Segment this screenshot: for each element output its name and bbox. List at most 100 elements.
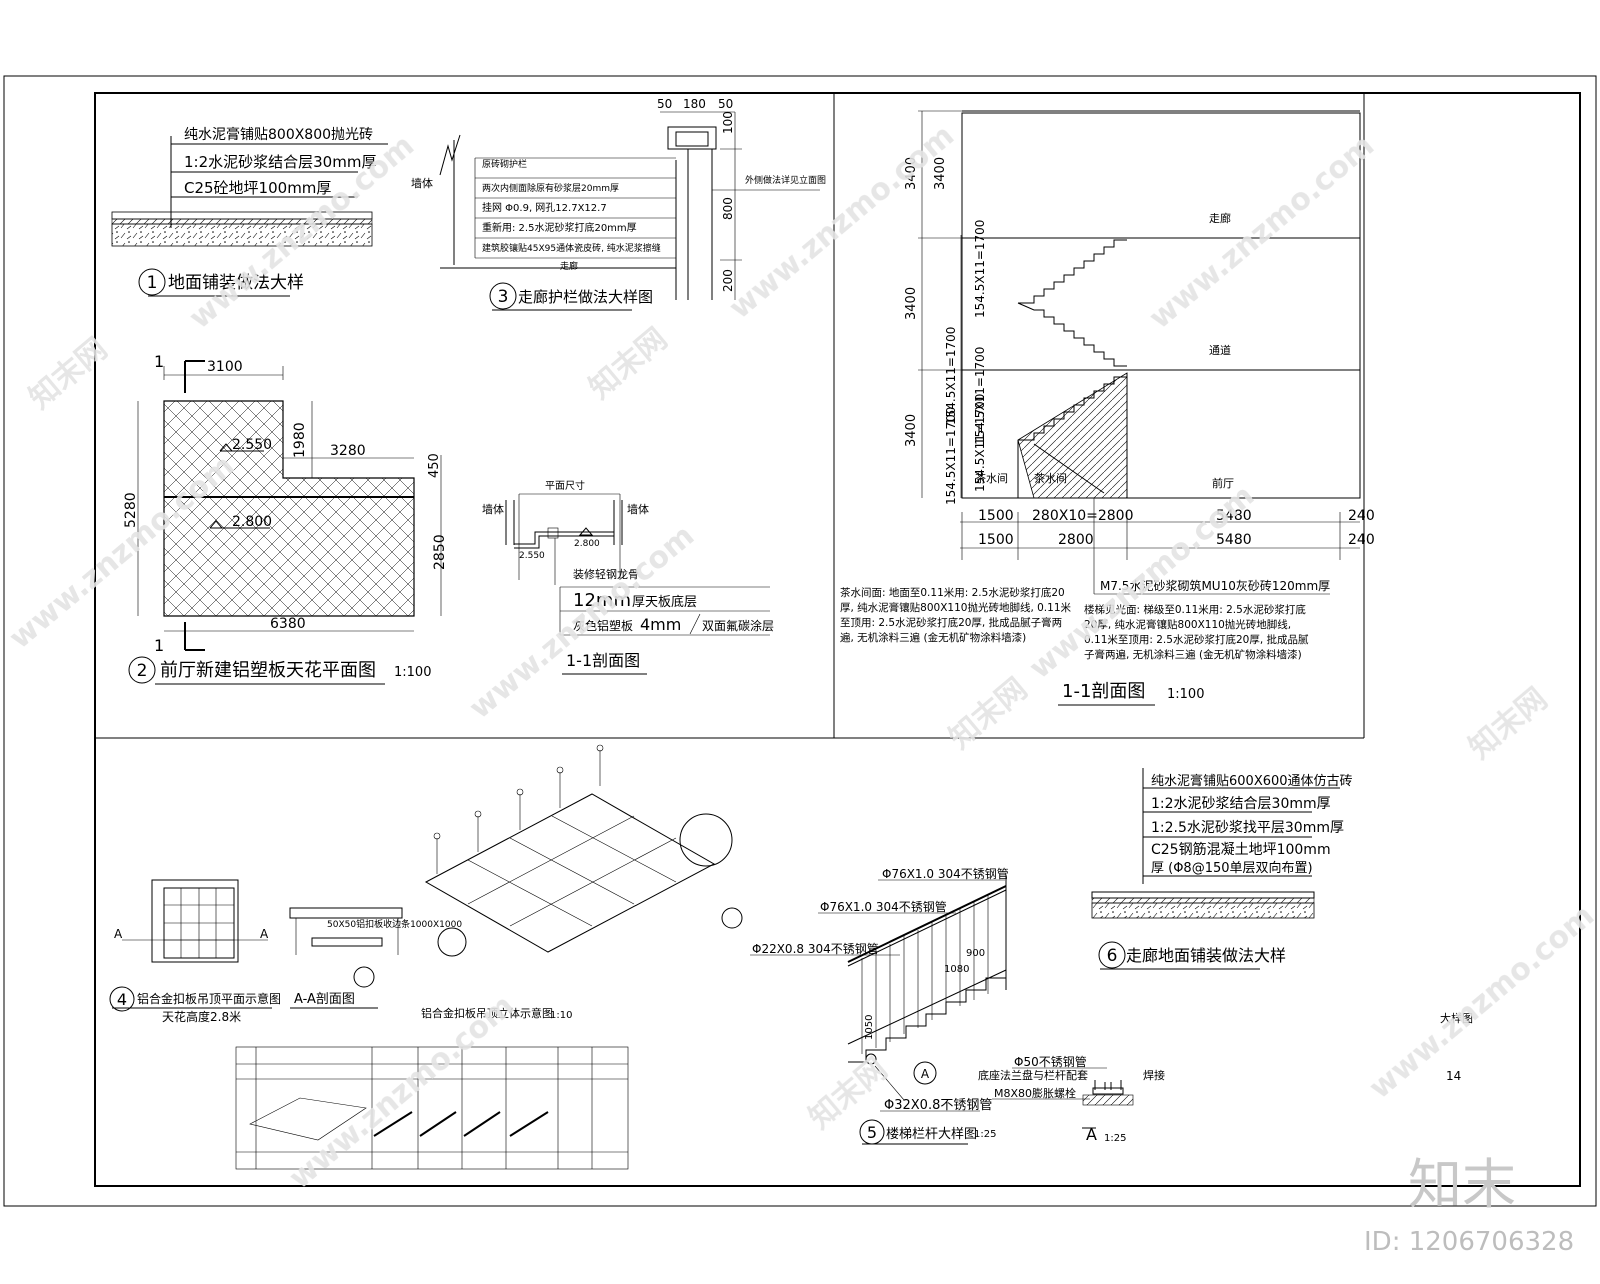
s11-board2a: 灰色铝塑板 [573,618,633,633]
d2-dim-step-h: 3280 [330,443,366,459]
s11-level2: 2.800 [574,539,600,549]
detail-3-railing: 50 180 50 100 800 200 外侧做法详见立面图 墙体 原砖砌护栏… [411,97,826,311]
d6-layer2: 1:2水泥砂浆结合层30mm厚 [1151,796,1331,812]
d4-aa-title: A-A剖面图 [294,992,355,1007]
d1-layer3: C25砼地坪100mm厚 [184,179,331,197]
d4-subtitle: 天花高度2.8米 [162,1009,241,1024]
detail-1-floor-paving: 纯水泥膏铺贴800X800抛光砖 1:2水泥砂浆结合层30mm厚 C25砼地坪1… [111,126,388,297]
d2-dim-bottom: 6380 [270,616,306,632]
watermark-url-4: www.znzmo.com [1143,128,1381,336]
d1-number: 1 [147,273,158,293]
detail-5-stair-railing: Φ76X1.0 304不锈钢管 Φ76X1.0 304不锈钢管 Φ22X0.8 … [750,866,1009,1145]
d3-note-5: 建筑胶镶贴45X95通体瓷皮砖, 纯水泥浆擦缝 [482,242,661,254]
watermark-brand-1: 知末网 [23,331,114,416]
room-stair: 茶水间 [1034,472,1067,485]
d1-number-circle [138,268,166,296]
d2-dim-step-v: 1980 [292,422,308,458]
d4-iso-scale: 1:10 [550,1010,572,1021]
s11-keel: 装修轻钢龙骨 [573,567,639,581]
d3-note-2: 两次内侧面除原有砂浆层20mm厚 [482,182,619,194]
d1-title: 地面铺装做法大样 [168,273,304,293]
detail-6-corridor-paving: 纯水泥膏铺贴600X600通体仿古砖 1:2水泥砂浆结合层30mm厚 1:2.5… [1091,768,1353,970]
d2-section-mark-bottom: 1 [154,636,164,655]
d2-dim-right-top: 450 [427,453,442,478]
s11-board1: 12mm [573,590,631,611]
d3-title: 走廊护栏做法大样图 [518,288,653,306]
d2-scale: 1:100 [394,665,431,680]
d5-h3: 900 [966,948,985,959]
d6-number: 6 [1107,946,1118,966]
sec-stair-note-box: 楼梯见光面: 梯级至0.11米用: 2.5水泥砂浆打底20厚, 纯水泥膏镶贴80… [1084,604,1309,661]
d6-layer3: 1:2.5水泥砂浆找平层30mm厚 [1151,820,1344,836]
d1-layer2: 1:2水泥砂浆结合层30mm厚 [184,153,376,171]
d6-layer1: 纯水泥膏铺贴600X600通体仿古砖 [1151,773,1353,789]
sheet-name: 大样图 [1440,1011,1473,1025]
sec-st2: 154.5X11=1700 [973,347,987,445]
d3-dim-50a: 50 [657,97,672,111]
detail-2-ceiling-plan: 2.550 2.800 3100 3280 1980 450 2850 5280… [123,352,448,685]
inner-frame [94,92,1581,1187]
d2-section-mark-top: 1 [154,352,164,371]
dA-pipe: Φ50不锈钢管 [1014,1054,1087,1069]
section-outline [961,112,1361,499]
d5-h2: 1080 [944,964,969,975]
sec-h3: 3400 [904,287,919,320]
sec-w7: 5480 [1216,532,1252,548]
sec-h4: 3400 [904,414,919,447]
sec-h2: 3400 [933,157,948,190]
d5-scale: 1:25 [974,1129,996,1140]
dA-bolt: M8X80膨胀螺栓 [994,1086,1076,1100]
d3-dim-180: 180 [683,97,706,111]
sec-st1: 154.5X11=1700 [973,220,987,318]
d2-level-upper: 2.550 [232,437,272,453]
s11-board2b: 4mm [640,615,681,634]
d5-a-mark: A [921,1067,930,1081]
sec-h1: 3400 [904,157,919,190]
d6-layer4a: C25钢筋混凝土地坪100mm [1151,841,1331,858]
d4-iso-title: 铝合金扣板吊顶立体示意图 [421,1006,553,1020]
d6-number-circle [1098,941,1126,969]
room-corridor-2: 通道 [1209,343,1231,357]
sec-w3: 5480 [1216,508,1252,524]
sec-tea-note: 茶水间面: 地面至0.11米用: 2.5水泥砂浆打底20厚, 纯水泥膏镶贴800… [840,587,1072,644]
sec-w1: 1500 [978,508,1014,524]
dA-scale: 1:25 [1104,1133,1126,1144]
room-tea: 茶水间 [975,472,1008,485]
d2-dim-top: 3100 [207,359,243,375]
d5-pipe-4: Φ32X0.8不锈钢管 [884,1098,992,1113]
d4-number-circle [109,986,135,1012]
d3-dim-50b: 50 [718,97,733,111]
dA-title: A [1086,1125,1097,1144]
d5-pipe-3: Φ22X0.8 304不锈钢管 [752,941,879,956]
watermark-brand-4: 知末网 [1463,681,1554,766]
d3-note-1: 原砖砌护栏 [482,158,527,170]
sheet-number: 14 [1446,1069,1461,1083]
d5-pipe-2: Φ76X1.0 304不锈钢管 [820,899,947,914]
d3-dim-100: 100 [721,111,735,134]
small-section-1-1: 平面尺寸 墙体 墙体 2.550 2.800 装修轻钢龙骨 12mm 厚天板底层… [482,479,774,675]
s11-board1-desc: 厚天板底层 [632,594,697,610]
d2-dim-left: 5280 [123,492,139,528]
d4-a-right: A [260,927,269,941]
d4-title: 铝合金扣板吊顶平面示意图 [137,991,281,1006]
detail-4-ceiling: A A 4 铝合金扣板吊顶平面示意图 天花高度2.8米 50X50铝扣板收边条1… [109,744,743,1170]
sec-st4: 154.5X11=1700 [944,407,958,505]
d3-number-circle [489,282,517,310]
d5-title: 楼梯栏杆大样图 [886,1127,977,1142]
sec-w2: 280X10=2800 [1032,508,1134,524]
d4-aa-note: 50X50铝扣板收边条1000X1000 [327,918,462,930]
s11-top-label: 平面尺寸 [545,479,585,492]
brand-logo: 知末 [1408,1153,1516,1216]
watermark-url-3: www.znzmo.com [723,118,961,326]
sec-w5: 1500 [978,532,1014,548]
d3-wall-label: 墙体 [411,176,433,190]
d5-pipe-1: Φ76X1.0 304不锈钢管 [882,866,1009,881]
building-section-1-1: 走廊 通道 茶水间 茶水间 前厅 3400 3400 3400 3400 154… [840,110,1375,706]
sec-w8: 240 [1348,532,1375,548]
d3-note-3: 挂网 Φ0.9, 网孔12.7X12.7 [482,201,607,214]
detail-a-base: Φ50不锈钢管 底座法兰盘与栏杆配套 M8X80膨胀螺栓 焊接 A 1:25 [978,1054,1165,1144]
d4-number: 4 [117,990,127,1009]
d3-note-4: 重新用: 2.5水泥砂浆打底20mm厚 [482,221,637,234]
sec-tea-note-box: 茶水间面: 地面至0.11米用: 2.5水泥砂浆打底20厚, 纯水泥膏镶贴800… [840,587,1072,644]
